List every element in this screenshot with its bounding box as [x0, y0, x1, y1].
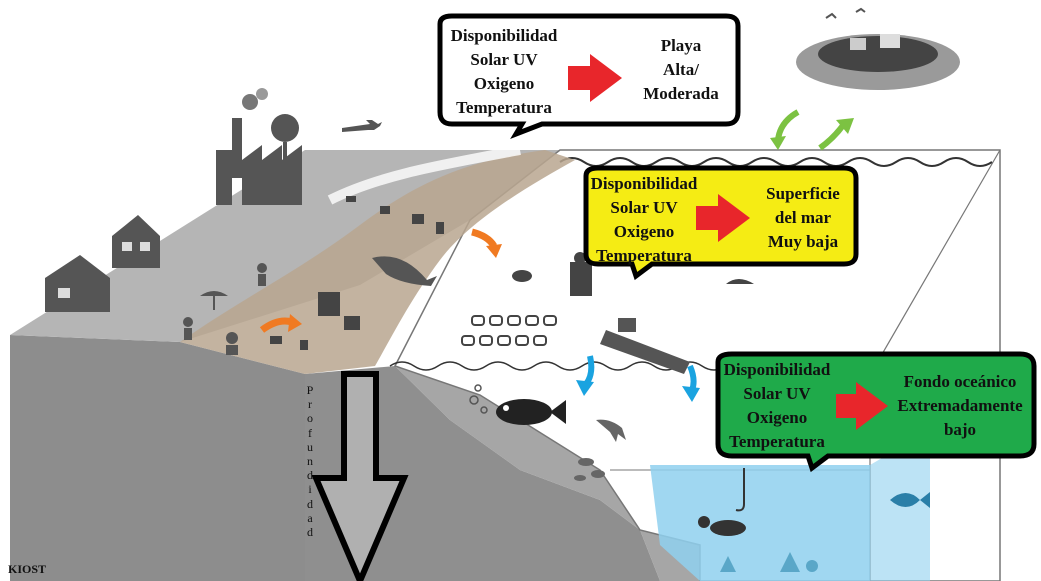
callout-sea-surface-factors: Disponibilidad Solar UV Oxigeno Temperat… [584, 172, 704, 268]
factor-temperature: Temperatura [729, 432, 825, 451]
seal-icon [372, 256, 437, 286]
orange-flow-arrow-2 [471, 228, 498, 248]
factor-temperature: Temperatura [596, 246, 692, 265]
result-line: Fondo oceánico [903, 372, 1017, 391]
fishing-hook-icon [735, 468, 745, 512]
depth-label-letter: d [307, 496, 313, 511]
deep-fish-icon [890, 492, 930, 508]
factor-oxygen: Oxigeno [613, 222, 675, 241]
land-front-face [10, 335, 305, 581]
depth-label-letter: d [307, 468, 313, 483]
squid-icon [596, 419, 626, 442]
house-icon [45, 215, 160, 312]
factor-solar-uv: Solar UV [610, 198, 678, 217]
aquaculture-buoys-icon [461, 315, 557, 346]
garbage-island-icon [796, 34, 960, 90]
red-arrow-beach [568, 54, 622, 102]
factor-availability: Disponibilidad [450, 26, 558, 45]
airplane-icon [342, 120, 382, 132]
red-arrow-sea-surface [696, 194, 750, 242]
callout-ocean-floor-result: Fondo oceánico Extremadamente bajo [890, 370, 1030, 442]
factor-temperature: Temperatura [456, 98, 552, 117]
green-cycle-arrow-up [818, 122, 847, 151]
beach-litter-icon [270, 196, 444, 350]
depth-label-letter: d [307, 525, 313, 540]
callout-sea-surface-result: Superficie del mar Muy baja [750, 182, 856, 254]
depth-label-letter: f [308, 425, 312, 440]
green-cycle-arrow-down [775, 109, 800, 141]
fish-icon [496, 399, 566, 425]
factor-availability: Disponibilidad [723, 360, 831, 379]
blue-sink-arrow-2 [687, 364, 697, 392]
result-line: Muy baja [767, 232, 839, 251]
depth-label-letter: r [308, 397, 312, 412]
factory-icon [216, 88, 302, 205]
depth-label-letter: o [307, 411, 313, 426]
factor-availability: Disponibilidad [590, 174, 698, 193]
result-line: Moderada [643, 84, 719, 103]
beachgoers-icon [183, 263, 267, 355]
seabed-life-icon [720, 552, 818, 572]
small-fish-icon [574, 458, 605, 481]
result-line: Alta/ [663, 60, 699, 79]
callout-ocean-floor-factors: Disponibilidad Solar UV Oxigeno Temperat… [714, 358, 840, 454]
factor-oxygen: Oxigeno [473, 74, 535, 93]
deep-water-zone [650, 465, 870, 581]
depth-label-letter: u [307, 439, 313, 454]
source-credit: KIOST [8, 562, 47, 576]
depth-label-letter: n [307, 454, 313, 469]
depth-label-letter: a [307, 510, 313, 525]
red-arrow-ocean-floor [836, 382, 888, 430]
result-line: Superficie [766, 184, 840, 203]
factor-solar-uv: Solar UV [743, 384, 811, 403]
seabed-slope [305, 366, 660, 581]
diver-icon [698, 516, 746, 536]
callout-beach-result: Playa Alta/ Moderada [626, 34, 736, 106]
factor-oxygen: Oxigeno [746, 408, 808, 427]
result-line: bajo [943, 420, 977, 439]
shallow-seabed [395, 366, 700, 581]
depth-label-letter: i [308, 482, 312, 497]
result-line: Extremadamente [897, 396, 1023, 415]
depth-label-letter: P [306, 383, 314, 397]
callout-beach-factors: Disponibilidad Solar UV Oxigeno Temperat… [444, 24, 564, 120]
sinking-ship-icon [600, 318, 690, 374]
result-line: del mar [774, 208, 832, 227]
result-line: Playa [660, 36, 702, 55]
surface-debris-icon [512, 252, 754, 296]
factor-solar-uv: Solar UV [470, 50, 538, 69]
sea-surface-wave [559, 157, 993, 167]
depth-arrow-icon [311, 371, 409, 581]
